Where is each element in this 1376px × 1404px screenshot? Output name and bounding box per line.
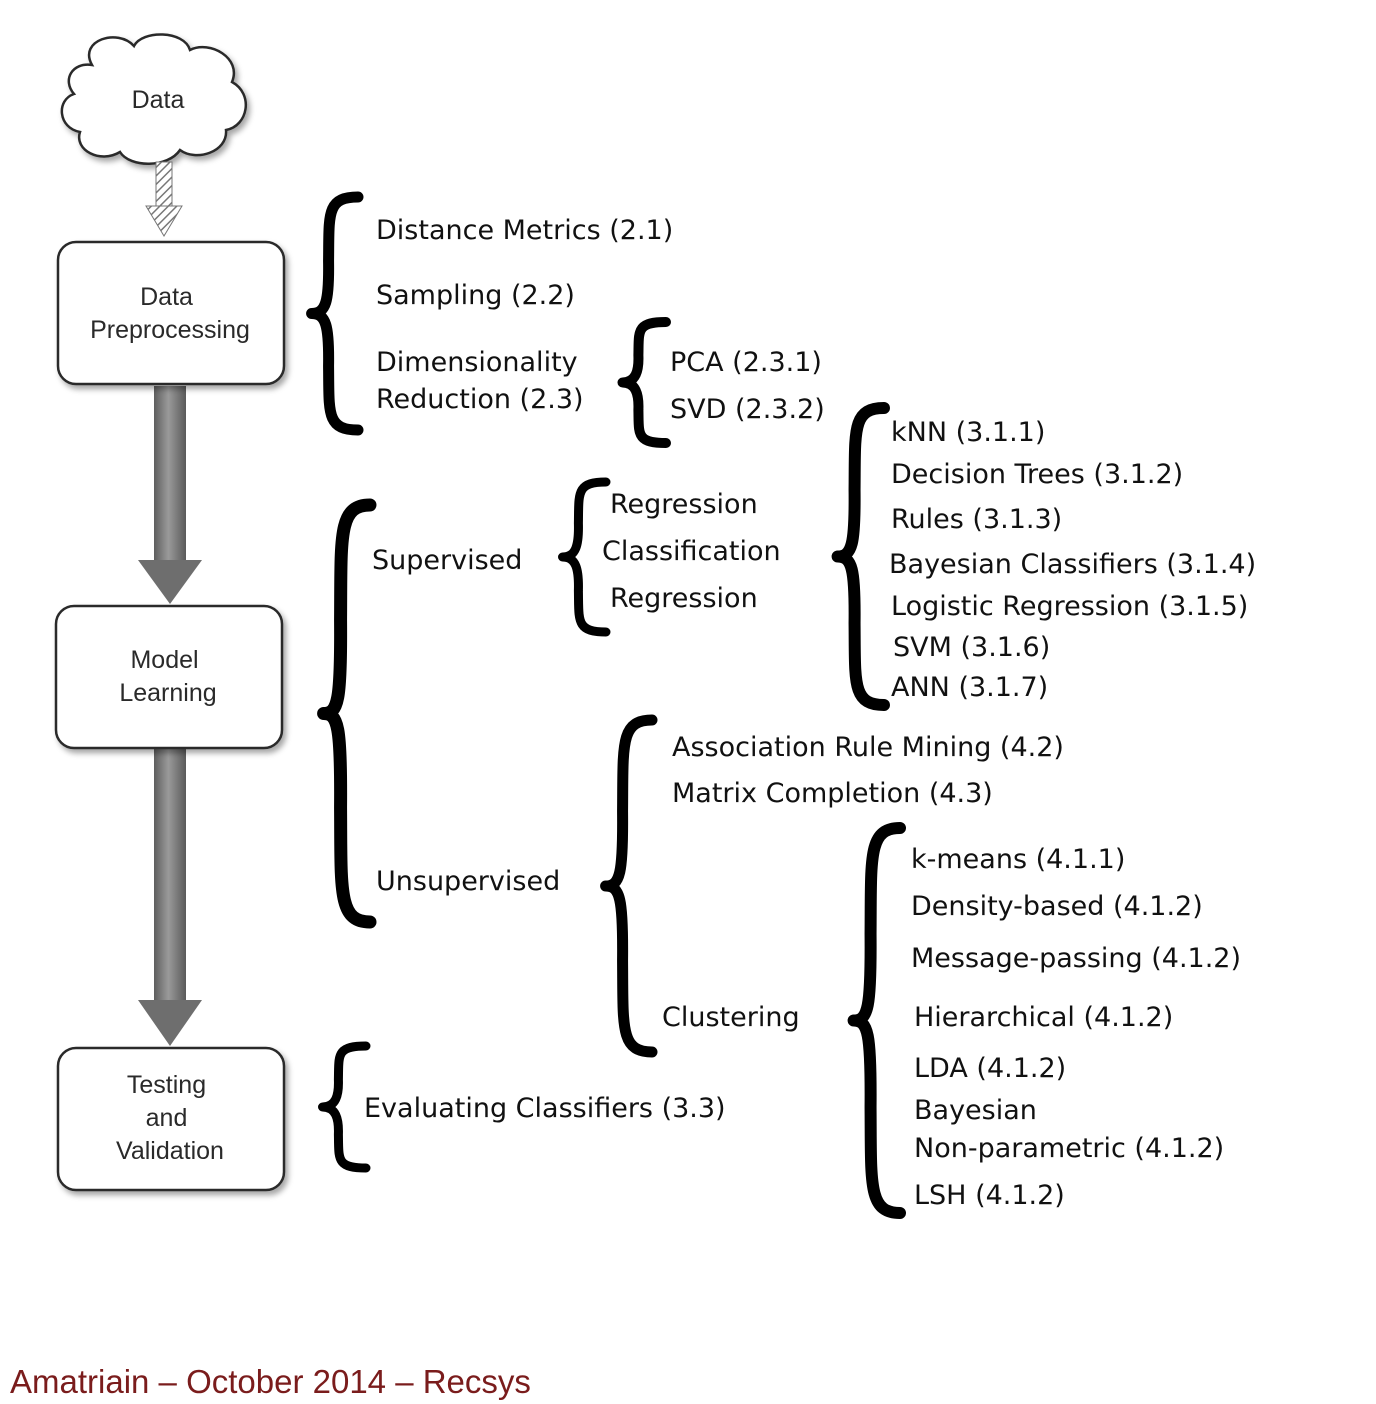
regression-label-bottom: Regression [610,583,758,614]
clustering-label: Clustering [662,1002,800,1033]
brace-preprocessing [306,191,364,436]
cloud-arrow [145,161,183,237]
brace-supervised-methods [831,402,890,711]
cluster-message-passing: Message-passing (4.1.2) [911,943,1241,974]
cluster-bayesian: Bayesian [914,1095,1037,1126]
method-logistic-regression: Logistic Regression (3.1.5) [891,591,1248,622]
data-cloud-label: Data [132,86,185,114]
data-cloud [60,33,248,165]
box-model-learning-label: Model Learning [119,646,216,707]
method-decision-trees: Decision Trees (3.1.2) [891,459,1183,490]
footer-credit: Amatriain – October 2014 – Recsys [10,1363,531,1400]
cluster-hierarchical: Hierarchical (4.1.2) [914,1002,1173,1033]
regression-label-top: Regression [610,489,758,520]
arrow-learning-to-testing [138,748,202,1046]
distance-metrics-label: Distance Metrics (2.1) [376,215,673,246]
cluster-kmeans: k-means (4.1.1) [911,844,1125,875]
brace-unsupervised [600,714,658,1058]
method-bayesian-classifiers: Bayesian Classifiers (3.1.4) [889,549,1256,580]
brace-testing [318,1041,371,1173]
sampling-label: Sampling (2.2) [376,280,575,311]
cluster-lsh: LSH (4.1.2) [914,1180,1065,1211]
box-testing-validation-label: Testing and Validation [116,1071,224,1165]
brace-supervised-kinds [558,477,611,637]
svd-label: SVD (2.3.2) [670,394,825,425]
matrix-completion-label: Matrix Completion (4.3) [672,778,993,809]
brace-model-learning [317,498,377,929]
unsupervised-label: Unsupervised [376,866,560,897]
classification-label: Classification [602,536,781,567]
box-data-preprocessing-label: Data Preprocessing [90,283,250,344]
supervised-label: Supervised [372,545,522,576]
box-data-preprocessing [56,240,286,386]
braces [306,191,906,1219]
brace-clustering [847,822,906,1219]
box-model-learning [54,604,284,750]
method-knn: kNN (3.1.1) [891,417,1045,448]
box-testing-validation [56,1046,286,1192]
method-svm: SVM (3.1.6) [893,632,1050,663]
method-ann: ANN (3.1.7) [891,672,1048,703]
evaluating-classifiers-label: Evaluating Classifiers (3.3) [364,1093,726,1124]
method-rules: Rules (3.1.3) [891,504,1062,535]
association-rule-mining-label: Association Rule Mining (4.2) [672,732,1064,763]
cluster-density-based: Density-based (4.1.2) [911,891,1203,922]
pca-label: PCA (2.3.1) [670,347,822,378]
cluster-non-parametric: Non-parametric (4.1.2) [914,1133,1224,1164]
arrow-preprocessing-to-learning [138,386,202,604]
brace-dimensionality [617,317,671,448]
cluster-lda: LDA (4.1.2) [914,1053,1066,1084]
dimensionality-reduction-label: Dimensionality Reduction (2.3) [376,347,586,415]
